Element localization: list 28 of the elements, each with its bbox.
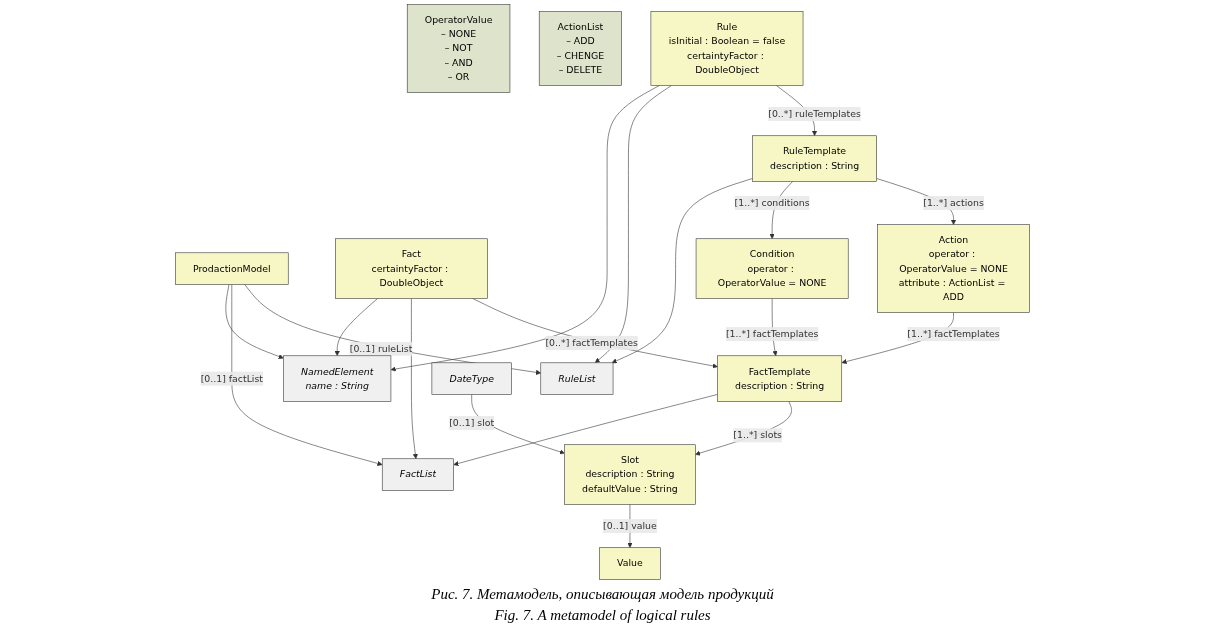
node-box: FactList (381, 458, 454, 491)
edge-label: [1..*] conditions (734, 197, 810, 209)
node-box: Rule isInitial : Boolean = false certaintyFactor : DoubleObject (650, 11, 804, 86)
node-box: DateType (431, 362, 512, 395)
edge-label: [0..1] slot (449, 417, 495, 429)
node-box: Slot description : String defaultValue : String (564, 444, 696, 505)
edge-label: [0..*] ruleTemplates (768, 108, 861, 120)
edge-label: [0..*] factTemplates (545, 337, 638, 349)
figure-caption: Fig. 7. A metamodel of logical rules (494, 607, 711, 624)
edge-label: [0..1] value (603, 520, 657, 532)
edge-label: [1..*] slots (733, 429, 782, 441)
node-box: Action operator : OperatorValue = NONE attribute : ActionList = ADD (877, 224, 1030, 313)
node-box: ActionList – ADD – CHENGE – DELETE (538, 11, 622, 86)
edge-label: [0..1] ruleList (349, 342, 413, 355)
node-box: ProdactionModel (175, 252, 289, 285)
node-box: Condition operator : OperatorValue = NONE (695, 238, 849, 299)
edge-label: [1..*] factTemplates (907, 328, 1000, 340)
node-box: RuleList (540, 362, 614, 395)
edge-label: [1..*] factTemplates (725, 328, 819, 340)
node-box: Value (599, 547, 661, 580)
edge-label: [0..1] factList (200, 372, 263, 384)
node-box: RuleTemplate description : String (752, 135, 877, 182)
node-box: NamedElement name : String (283, 355, 392, 402)
node-box: OperatorValue – NONE – NOT – AND – OR (406, 4, 511, 93)
node-box: Fact certaintyFactor : DoubleObject (335, 238, 488, 299)
edge-label: [1..*] actions (923, 197, 984, 209)
node-box: FactTemplate description : String (717, 355, 843, 402)
figure-caption: Рис. 7. Метамодель, описывающая модель продукций (431, 586, 774, 603)
